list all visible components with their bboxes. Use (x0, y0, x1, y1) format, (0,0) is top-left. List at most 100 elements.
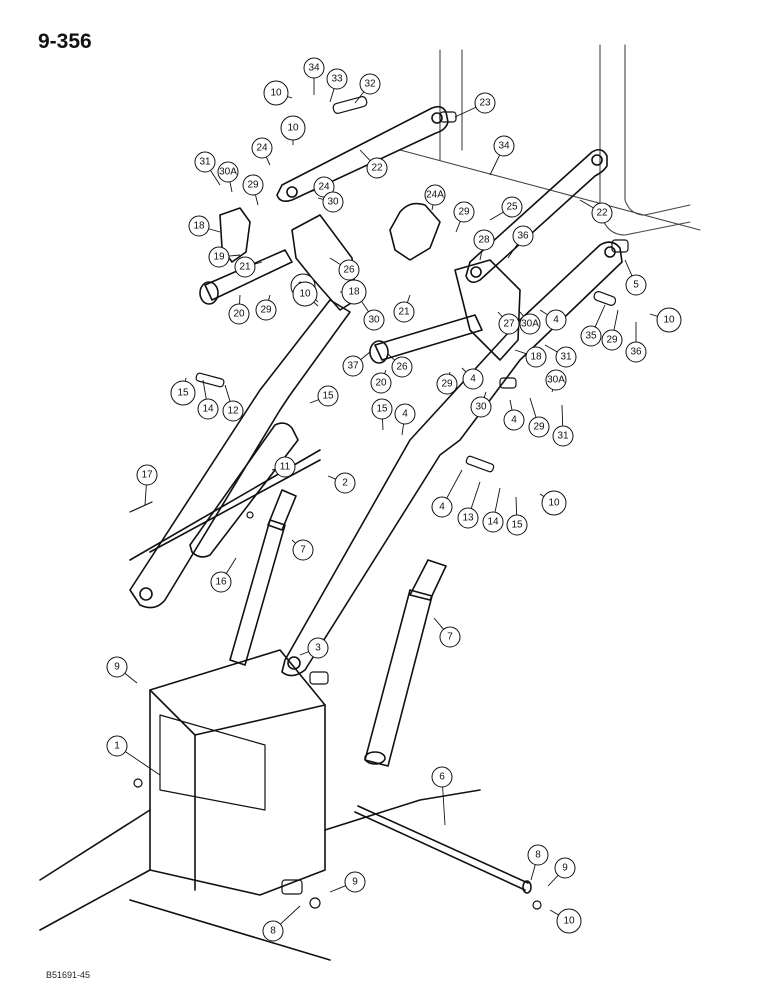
callout-circle (393, 301, 415, 323)
callout-circle (280, 115, 306, 141)
callout-label: 29 (606, 335, 618, 346)
callout-leader (479, 249, 483, 261)
callout-label: 29 (441, 379, 453, 390)
callout-leader (387, 353, 395, 361)
callout-leader (433, 617, 444, 630)
callout-label: 34 (308, 63, 320, 74)
callout-26: 26 (329, 257, 360, 281)
callout-label: 13 (462, 513, 474, 524)
callout-label: 30 (368, 315, 380, 326)
bracket-center (389, 202, 441, 261)
callout-label: 26 (343, 265, 355, 276)
callout-circle (274, 456, 296, 478)
callout-leader (254, 194, 259, 206)
callout-label: 32 (364, 79, 376, 90)
callout-label: 4 (439, 502, 445, 513)
callout-label: 20 (233, 309, 245, 320)
callout-circle (197, 398, 219, 420)
callout-circle (255, 299, 277, 321)
callout-label: 16 (215, 577, 227, 588)
callout-circle (591, 202, 613, 224)
callout-leader (291, 539, 296, 544)
callout-label: 22 (371, 163, 383, 174)
callout-label: 10 (299, 289, 311, 300)
callout-22: 22 (579, 199, 613, 224)
figure-reference: B51691-45 (46, 970, 90, 980)
callout-35: 35 (580, 304, 606, 347)
callout-24a: 24A (424, 184, 446, 211)
shaft-6 (354, 805, 529, 891)
callout-label: 24 (256, 143, 268, 154)
callout-leader (454, 106, 477, 118)
callout-circle (366, 157, 388, 179)
callout-leader (489, 211, 504, 221)
callout-leader (202, 379, 207, 400)
callout-leader (579, 199, 594, 209)
callout-33: 33 (326, 68, 348, 103)
callout-label: 29 (458, 207, 470, 218)
callout-31: 31 (552, 404, 574, 447)
callout-circle (307, 637, 329, 659)
callout-leader (299, 651, 309, 656)
callout-leader (359, 149, 371, 162)
callout-label: 28 (478, 235, 490, 246)
cross-tube-upper (204, 249, 293, 301)
callout-circle (457, 507, 479, 529)
callout-label: 10 (270, 88, 282, 99)
callout-leader (494, 487, 501, 513)
callout-30: 30 (470, 391, 492, 418)
callout-label: 31 (199, 157, 211, 168)
callout-4: 4 (394, 403, 416, 436)
callout-label: 10 (287, 123, 299, 134)
callout-label: 7 (300, 545, 306, 556)
callout-label: 15 (376, 404, 388, 415)
callout-15: 15 (506, 496, 528, 536)
callout-circle (303, 57, 325, 79)
callout-circle (545, 309, 567, 331)
callout-label: 10 (563, 916, 575, 927)
callout-leader (624, 259, 633, 277)
callout-7: 7 (433, 617, 461, 648)
callout-label: 18 (348, 287, 360, 298)
callout-circle (322, 191, 344, 213)
callout-30: 30 (317, 191, 344, 213)
callout-circle (431, 766, 453, 788)
callout-leader (329, 88, 335, 103)
callout-circle (106, 735, 128, 757)
callout-leader (483, 391, 487, 398)
callout-circle (217, 161, 239, 183)
callout-label: 9 (114, 662, 120, 673)
callout-leader (401, 423, 405, 436)
callout-label: 27 (503, 319, 515, 330)
callout-label: 21 (398, 307, 410, 318)
callout-leader (208, 228, 221, 233)
callout-leader (594, 304, 606, 328)
callout-circle (555, 346, 577, 368)
callout-label: 14 (202, 404, 214, 415)
callout-leader (280, 905, 301, 925)
callout-label: 20 (375, 378, 387, 389)
callout-18: 18 (340, 279, 367, 305)
callout-10: 10 (649, 307, 682, 333)
callout-leader (317, 197, 324, 200)
callout-leader (229, 181, 233, 193)
callout-circle (194, 151, 216, 173)
callout-10: 10 (539, 490, 567, 516)
callout-circle (170, 380, 196, 406)
callout-circle (228, 303, 250, 325)
callout-13: 13 (457, 481, 481, 529)
callout-5: 5 (624, 259, 647, 296)
callout-label: 12 (227, 406, 239, 417)
mount-tower (149, 649, 326, 896)
callout-leader (455, 221, 461, 233)
callout-leader (210, 170, 221, 186)
callout-circle (210, 571, 232, 593)
callout-circle (503, 409, 525, 431)
callout-leader (519, 311, 524, 317)
callout-10: 10 (280, 115, 306, 145)
callout-label: 23 (479, 98, 491, 109)
callout-circle (439, 626, 461, 648)
callout-leader (225, 557, 237, 574)
callout-circle (208, 246, 230, 268)
